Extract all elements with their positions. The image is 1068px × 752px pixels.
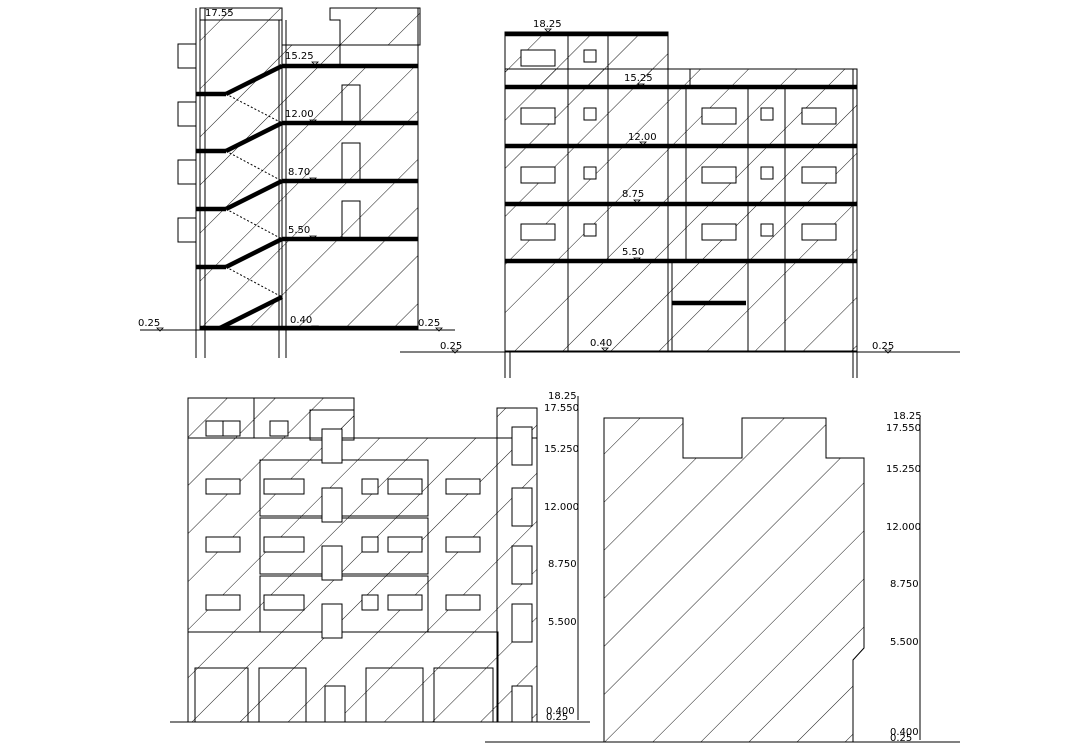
section-level-label: 8.70 (288, 167, 310, 178)
section-ground-label: 0.25 (440, 341, 462, 352)
section-ground-label: 0.25 (418, 318, 440, 329)
rear-level-label: 18.25 (548, 391, 577, 402)
rear-elevation: 18.25 17.550 15.250 12.000 8.750 5.500 0… (170, 391, 590, 723)
front-level-label: 18.25 (533, 19, 562, 30)
section-balcony-1 (177, 43, 197, 69)
side-level-label: 5.500 (890, 637, 919, 648)
section-balcony-2 (177, 101, 197, 127)
front-windows (520, 49, 837, 241)
front-level-label: 15.25 (624, 73, 653, 84)
section-level-label: 17.55 (205, 8, 234, 19)
side-level-label: 0.400 (890, 727, 919, 738)
section-level-label: 15.25 (285, 51, 314, 62)
section-parapet (199, 7, 283, 21)
rear-level-label: 5.500 (548, 617, 577, 628)
rear-level-label: 0.400 (546, 706, 575, 717)
rear-level-label: 12.000 (544, 502, 579, 513)
section-balcony-3 (177, 159, 197, 185)
level-markers (156, 28, 892, 354)
rear-level-label: 8.750 (548, 559, 577, 570)
front-level-label: 0.40 (590, 338, 612, 349)
front-level-label: 8.75 (622, 189, 644, 200)
rear-level-label: 17.550 (544, 403, 579, 414)
front-ground-label: 0.25 (872, 341, 894, 352)
side-elevation: 18.25 17.550 15.250 12.000 8.750 5.500 0… (485, 411, 960, 744)
section-balcony-4 (177, 217, 197, 243)
section-view: 17.55 15.25 12.00 8.70 5.50 0.40 0.25 0.… (138, 7, 960, 358)
side-level-label: 17.550 (886, 423, 921, 434)
side-level-label: 18.25 (893, 411, 922, 422)
section-level-label: 5.50 (288, 225, 310, 236)
side-blank-wall (603, 417, 865, 743)
section-stair-wall (199, 19, 283, 331)
front-level-label: 5.50 (622, 247, 644, 258)
front-level-label: 12.00 (628, 132, 657, 143)
side-level-label: 15.250 (886, 464, 921, 475)
rear-level-label: 15.250 (544, 444, 579, 455)
side-level-label: 12.000 (886, 522, 921, 533)
section-ground-label: 0.25 (138, 318, 160, 329)
rear-windows (205, 420, 533, 723)
section-level-label: 0.40 (290, 315, 312, 326)
front-elevation: 18.25 15.25 12.00 8.75 5.50 0.40 0.25 (504, 19, 894, 378)
rear-level-label: 0.25 (546, 712, 568, 723)
side-level-label: 8.750 (890, 579, 919, 590)
side-level-label: 0.25 (890, 733, 912, 744)
section-level-label: 12.00 (285, 109, 314, 120)
